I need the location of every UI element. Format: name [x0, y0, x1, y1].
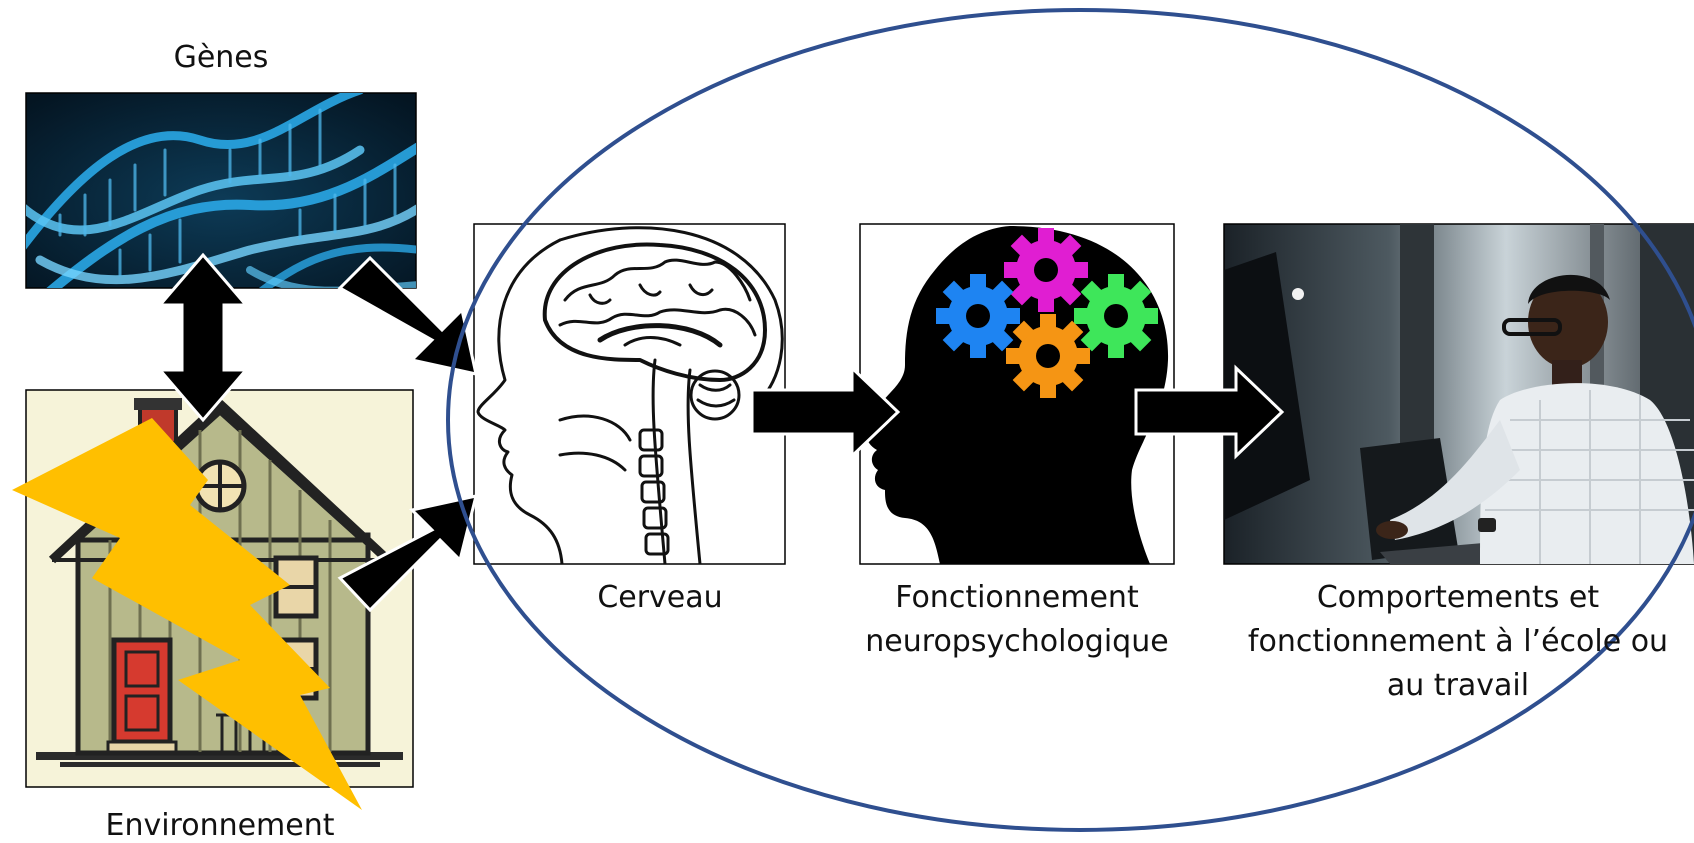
gear-icon [1074, 274, 1158, 358]
behavior-label-line2: fonctionnement à l’école ou [1247, 624, 1669, 659]
lightning-bolt-icon [12, 418, 362, 810]
behavior-label-line3: au travail [1386, 668, 1530, 703]
arrow-genes-to-brain-icon [337, 255, 478, 376]
gear-icon [1004, 228, 1088, 312]
arrow-neuro-to-behavior-icon [1134, 364, 1285, 460]
neuro-label-line1: Fonctionnement [895, 580, 1139, 615]
double-arrow-icon [156, 252, 250, 423]
dna-image [25, 92, 417, 289]
brain-image [473, 223, 786, 565]
behavior-label-line1: Comportements et [1316, 580, 1600, 615]
environment-label: Environnement [105, 808, 335, 843]
office-photo [1223, 223, 1694, 565]
brain-label: Cerveau [597, 580, 723, 615]
genes-label: Gènes [173, 40, 269, 75]
arrow-environment-to-brain-icon [337, 494, 479, 613]
head-gears-image [859, 223, 1175, 565]
grouping-ellipse [446, 8, 1694, 832]
neuro-label-line2: neuropsychologique [865, 624, 1169, 659]
gear-icon [1006, 314, 1090, 398]
arrow-brain-to-neuro-icon [750, 364, 901, 460]
gear-icon [936, 274, 1020, 358]
